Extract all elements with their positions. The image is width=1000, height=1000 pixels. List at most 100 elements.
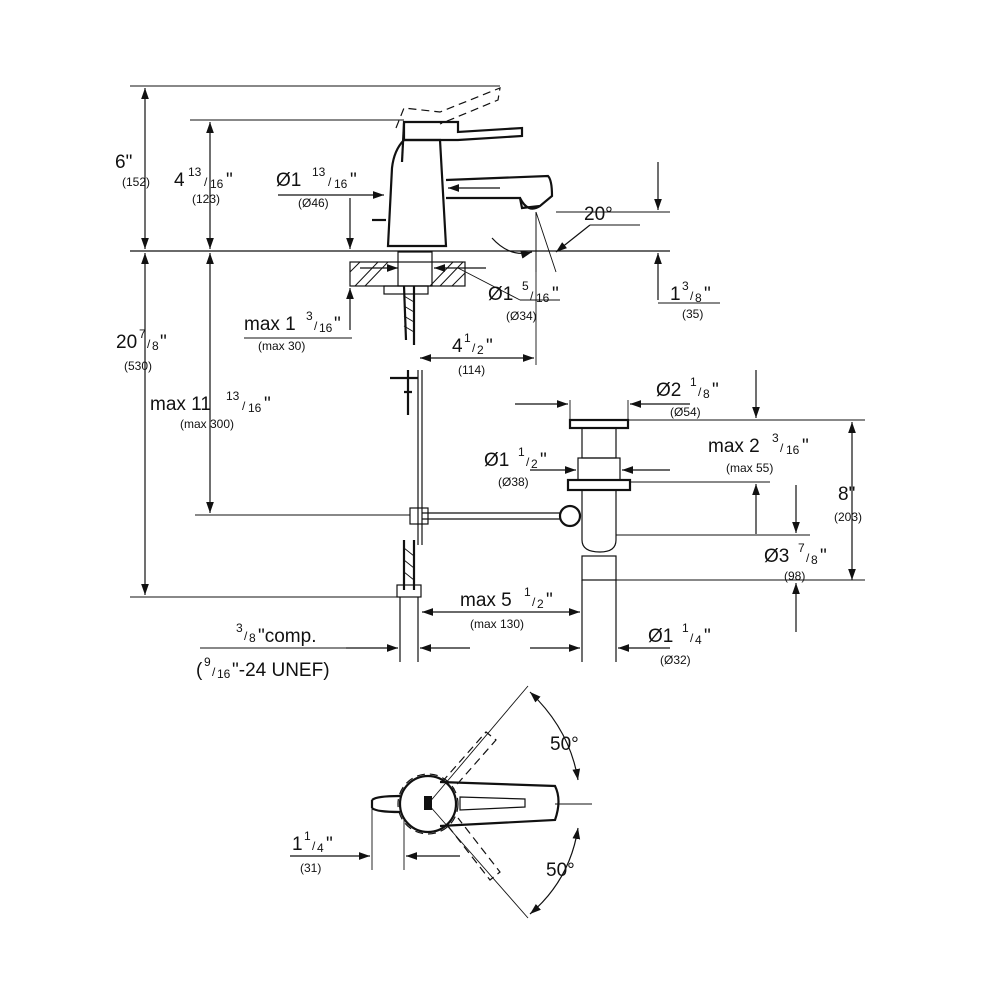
unef-rest: "-24 UNEF)	[232, 660, 330, 681]
lever-slot	[459, 796, 526, 811]
dim-dia2-1-num: 1	[690, 375, 697, 389]
svg-text:/: /	[698, 385, 702, 399]
supply-hose	[402, 285, 416, 345]
lever-swing-lower	[447, 817, 501, 881]
dim-8-mm: (203)	[834, 510, 862, 524]
dim-angle-50-upper: 50°	[550, 734, 579, 755]
dim-max1-3-unit: "	[334, 314, 341, 335]
dim-dia1-5: Ø1 5 / 16 " (Ø34)	[488, 279, 559, 323]
dim-dia1-13-num: 13	[312, 165, 326, 179]
svg-text:/: /	[242, 399, 246, 413]
dim-max11-unit: "	[264, 394, 271, 415]
dim-8: 8" (203)	[834, 484, 862, 524]
tailpiece	[581, 555, 617, 581]
dim-dia1-5-mm: (Ø34)	[506, 309, 537, 323]
svg-text:/: /	[690, 631, 694, 645]
dim-4-13-num: 13	[188, 165, 202, 179]
dim-1-3-8-main: 1	[670, 284, 681, 305]
mounting-shank	[397, 251, 433, 287]
dim-4-13-mm: (123)	[192, 192, 220, 206]
mounting-nut	[383, 285, 429, 295]
dim-max1-3-den: 16	[319, 321, 333, 335]
dim-max2-3-den: 16	[786, 443, 800, 457]
dim-max5-unit: "	[546, 590, 553, 611]
popup-knob-top	[370, 794, 401, 814]
dim-max5-num: 1	[524, 585, 531, 599]
svg-text:6": 6"	[115, 152, 132, 173]
dim-1-1-4-top-num: 1	[304, 829, 311, 843]
faucet-side-view	[130, 87, 670, 662]
dim-max2-3: max 2 3 / 16 " (max 55)	[708, 431, 809, 475]
svg-text:/: /	[212, 665, 216, 679]
dim-dia2-1: Ø2 1 / 8 " (Ø54)	[656, 375, 719, 419]
dim-4-13: 4 13 / 16 " (123)	[174, 165, 233, 206]
dim-1-1-4-top-unit: "	[326, 834, 333, 855]
dim-dia1-1-4-main: Ø1	[648, 626, 673, 647]
counter-hatching	[349, 261, 466, 287]
dim-max1-3-num: 3	[306, 309, 313, 323]
dim-4-1-2: 4 1 / 2 " (114)	[452, 331, 493, 377]
dim-dia1-13-main: Ø1	[276, 170, 301, 191]
dim-dia1-5-unit: "	[552, 284, 559, 305]
dim-dia3-7: Ø3 7 / 8 " (98)	[764, 541, 827, 583]
dim-4-13-den: 16	[210, 177, 224, 191]
lever-swing-upper	[441, 731, 497, 791]
dim-dia3-7-main: Ø3	[764, 546, 789, 567]
dim-max1-3-mm: (max 30)	[258, 339, 305, 353]
dim-max2-3-unit: "	[802, 436, 809, 457]
svg-text:/: /	[532, 595, 536, 609]
svg-text:/: /	[806, 551, 810, 565]
dim-max11-num: 13	[226, 389, 240, 403]
svg-text:/: /	[472, 341, 476, 355]
dim-dia1-1-4-mm: (Ø32)	[660, 653, 691, 667]
dim-dia1-1-2-mm: (Ø38)	[498, 475, 529, 489]
dim-max5-den: 2	[537, 597, 544, 611]
supply-lower	[402, 540, 416, 590]
body-top-dashed	[397, 773, 459, 835]
svg-text:/: /	[204, 175, 208, 189]
dim-comp: 3 / 8 "comp. ( 9 / 16 "-24 UNEF)	[196, 621, 330, 681]
dim-4-1-2-unit: "	[486, 336, 493, 357]
comp-rest: "comp.	[258, 626, 316, 647]
dim-20-7-mm: (530)	[124, 359, 152, 373]
dim-dia1-1-4-num: 1	[682, 621, 689, 635]
dim-6-unit: "	[126, 152, 133, 173]
comp-num: 3	[236, 621, 243, 635]
dim-dia2-1-unit: "	[712, 380, 719, 401]
drain-assembly	[558, 418, 632, 662]
dim-dia1-1-4-den: 4	[695, 633, 702, 647]
dim-max2-3-mm: (max 55)	[726, 461, 773, 475]
dim-1-3-8: 1 3 / 8 " (35)	[670, 279, 711, 321]
dim-dia1-1-2: Ø1 1 / 2 " (Ø38)	[484, 445, 547, 489]
dim-dia1-13-unit: "	[350, 170, 357, 191]
drain-flange	[568, 418, 630, 430]
dim-4-1-2-main: 4	[452, 336, 463, 357]
svg-text:/: /	[780, 441, 784, 455]
comp-den: 8	[249, 631, 256, 645]
svg-text:/: /	[314, 319, 318, 333]
lever-raised-outline	[395, 87, 501, 129]
dim-1-1-4-top-main: 1	[292, 834, 303, 855]
spout	[445, 174, 554, 210]
dim-4-13-unit: "	[226, 170, 233, 191]
dim-dia1-1-2-den: 2	[531, 457, 538, 471]
dim-angle-20: 20°	[584, 204, 613, 225]
dim-max11-den: 16	[248, 401, 262, 415]
rod-clip	[409, 507, 429, 525]
counter-slab	[349, 261, 466, 287]
drain-body-lower	[581, 490, 617, 553]
svg-text:/: /	[526, 455, 530, 469]
dim-4-1-2-mm: (114)	[458, 363, 485, 377]
dim-dia1-1-4: Ø1 1 / 4 " (Ø32)	[648, 621, 711, 667]
faucet-top-view	[290, 685, 592, 919]
hose-braid	[403, 295, 415, 333]
dim-max11-main: max 11	[150, 394, 211, 415]
dim-dia1-13-mm: (Ø46)	[298, 196, 329, 210]
drain-washer	[566, 478, 632, 492]
dim-dia1-1-2-main: Ø1	[484, 450, 509, 471]
svg-text:/: /	[312, 839, 316, 853]
drain-nut	[577, 457, 621, 481]
dim-dia2-1-den: 8	[703, 387, 710, 401]
dim-angle-50-lower: 50°	[546, 860, 575, 881]
dim-dia1-5-num: 5	[522, 279, 529, 293]
